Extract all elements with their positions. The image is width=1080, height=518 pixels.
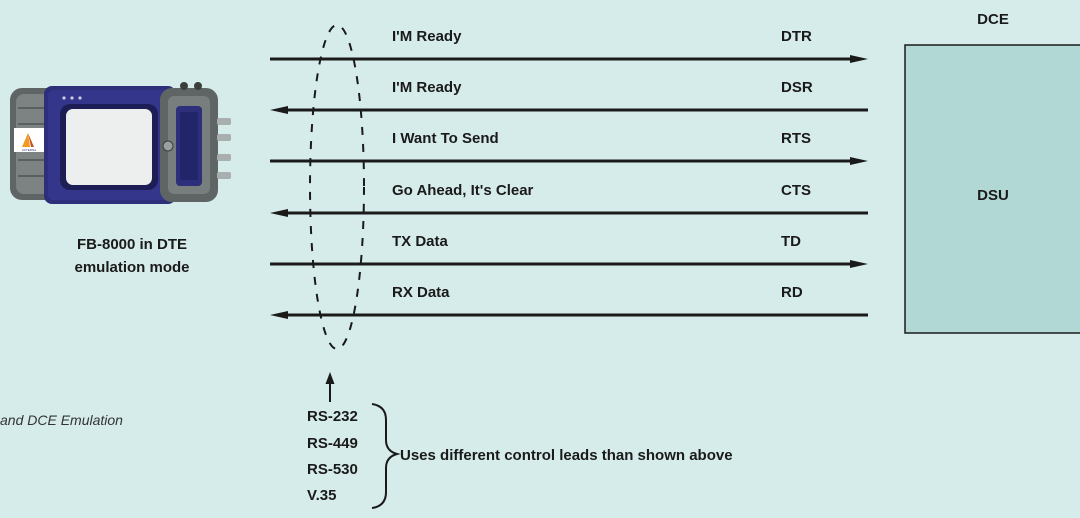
arrowhead-right (850, 55, 868, 63)
interface-rs449: RS-449 (307, 435, 358, 452)
arrowhead-left (270, 106, 288, 114)
device-logo-text: ACTERNA (22, 148, 36, 152)
interface-v35: V.35 (307, 487, 336, 504)
dsu-box (904, 44, 1080, 334)
interface-rs232: RS-232 (307, 408, 358, 425)
arrowhead-left (270, 311, 288, 319)
signal-code: RTS (781, 130, 811, 147)
device-caption-line1: FB-8000 in DTE (77, 236, 187, 253)
interface-ellipse (309, 24, 365, 350)
signal-cts: Go Ahead, It's Clear CTS (270, 182, 868, 217)
up-arrow (325, 372, 335, 402)
signal-code: RD (781, 284, 803, 301)
signal-dsr: I'M Ready DSR (270, 79, 868, 114)
arrowhead-right (850, 157, 868, 165)
interfaces-note: Uses different control leads than shown … (400, 447, 733, 464)
signal-description: I'M Ready (392, 28, 462, 45)
signal-code: CTS (781, 182, 811, 199)
signal-code: DSR (781, 79, 813, 96)
signal-td: TX Data TD (270, 233, 868, 268)
arrowhead-left (270, 209, 288, 217)
interface-rs530: RS-530 (307, 461, 358, 478)
signal-dtr: I'M Ready DTR (270, 28, 868, 63)
interface-brace (371, 403, 401, 509)
signal-description: RX Data (392, 284, 450, 301)
device-caption-line2: emulation mode (74, 259, 189, 276)
dce-label: DCE (977, 11, 1009, 28)
signal-rd: RX Data RD (270, 284, 868, 319)
signal-code: TD (781, 233, 801, 250)
signal-rts: I Want To Send RTS (270, 130, 868, 165)
signal-description: Go Ahead, It's Clear (392, 182, 534, 199)
dsu-label: DSU (977, 187, 1009, 204)
side-caption: and DCE Emulation (0, 412, 123, 428)
signal-code: DTR (781, 28, 812, 45)
signal-description: I Want To Send (392, 130, 499, 147)
fb8000-device-illustration (10, 82, 231, 204)
arrowhead-right (850, 260, 868, 268)
signal-description: TX Data (392, 233, 449, 250)
signal-description: I'M Ready (392, 79, 462, 96)
